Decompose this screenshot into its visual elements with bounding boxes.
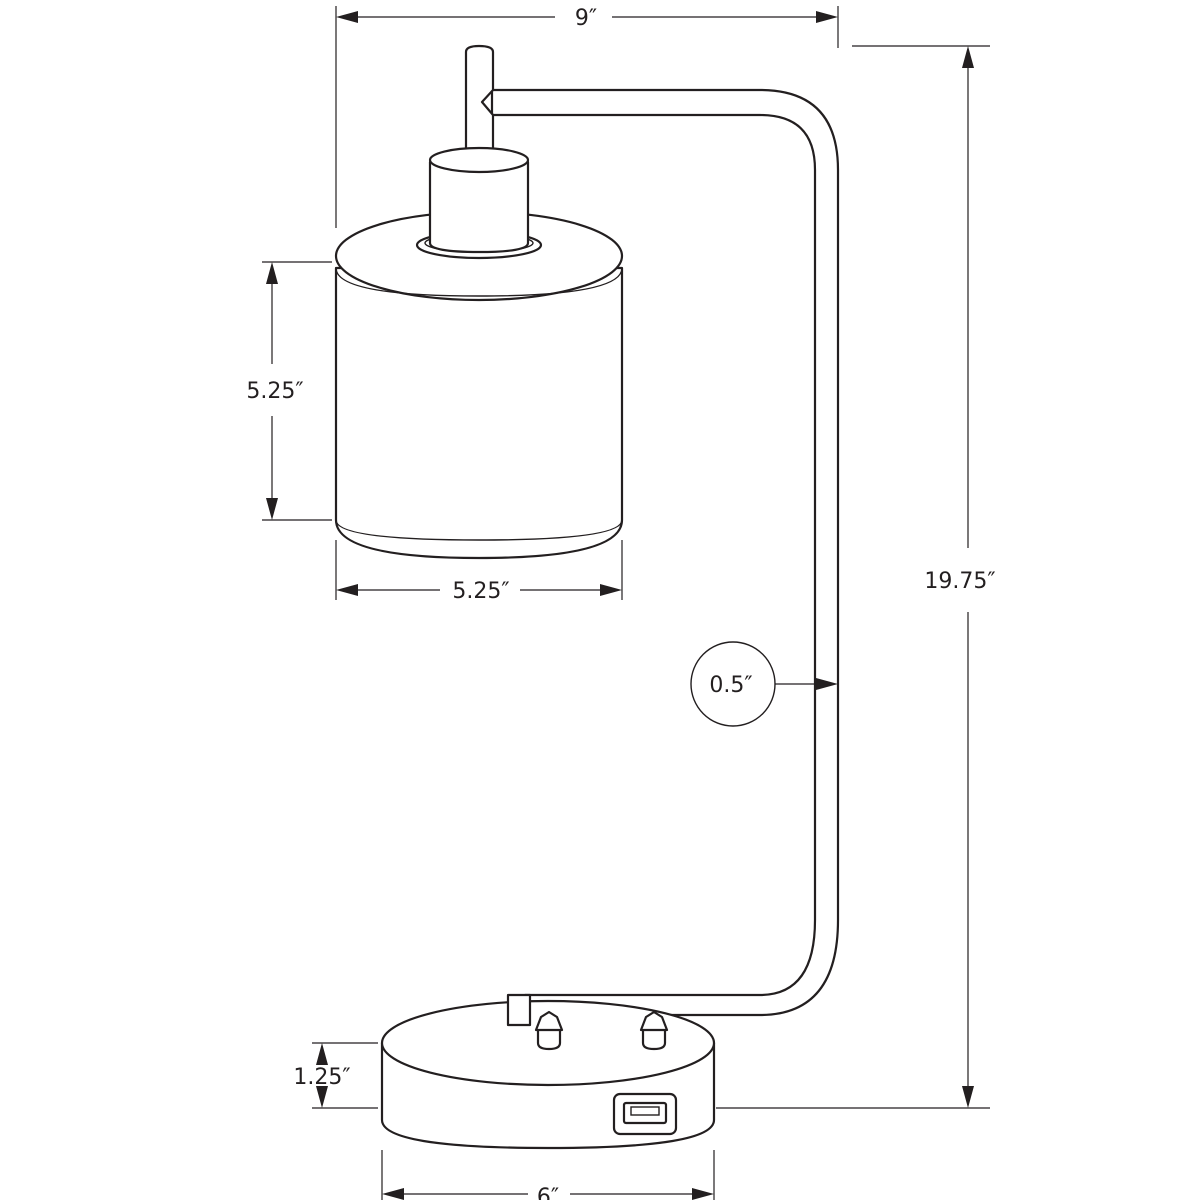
dimension-base-width: 6″ [381,1150,715,1200]
shade-width-label: 5.25″ [452,579,509,604]
arm-thickness-label: 0.5″ [709,673,752,698]
base-knob-left [534,1010,564,1051]
arm-end-block [506,993,532,1027]
dimension-base-height: 1.25″ [293,1042,378,1109]
base-width-label: 6″ [537,1185,559,1200]
overall-height-label: 19.75″ [924,569,995,594]
usb-port-icon [612,1092,678,1136]
dimension-overall-width: 9″ [335,6,839,228]
dimension-arm-thickness: 0.5″ [690,641,838,727]
dimension-overall-height: 19.75″ [716,45,996,1109]
lamp-socket [415,146,543,260]
lamp-arm [490,88,840,1017]
overall-width-label: 9″ [575,6,597,31]
base-knob-right [639,1010,669,1051]
base-height-label: 1.25″ [293,1065,350,1090]
dimension-shade-height: 5.25″ [246,261,332,521]
dimension-shade-width: 5.25″ [335,540,623,604]
lamp-drawing [334,44,840,1150]
lamp-shade [334,210,624,560]
shade-height-label: 5.25″ [246,379,303,404]
lamp-rod [464,44,495,162]
